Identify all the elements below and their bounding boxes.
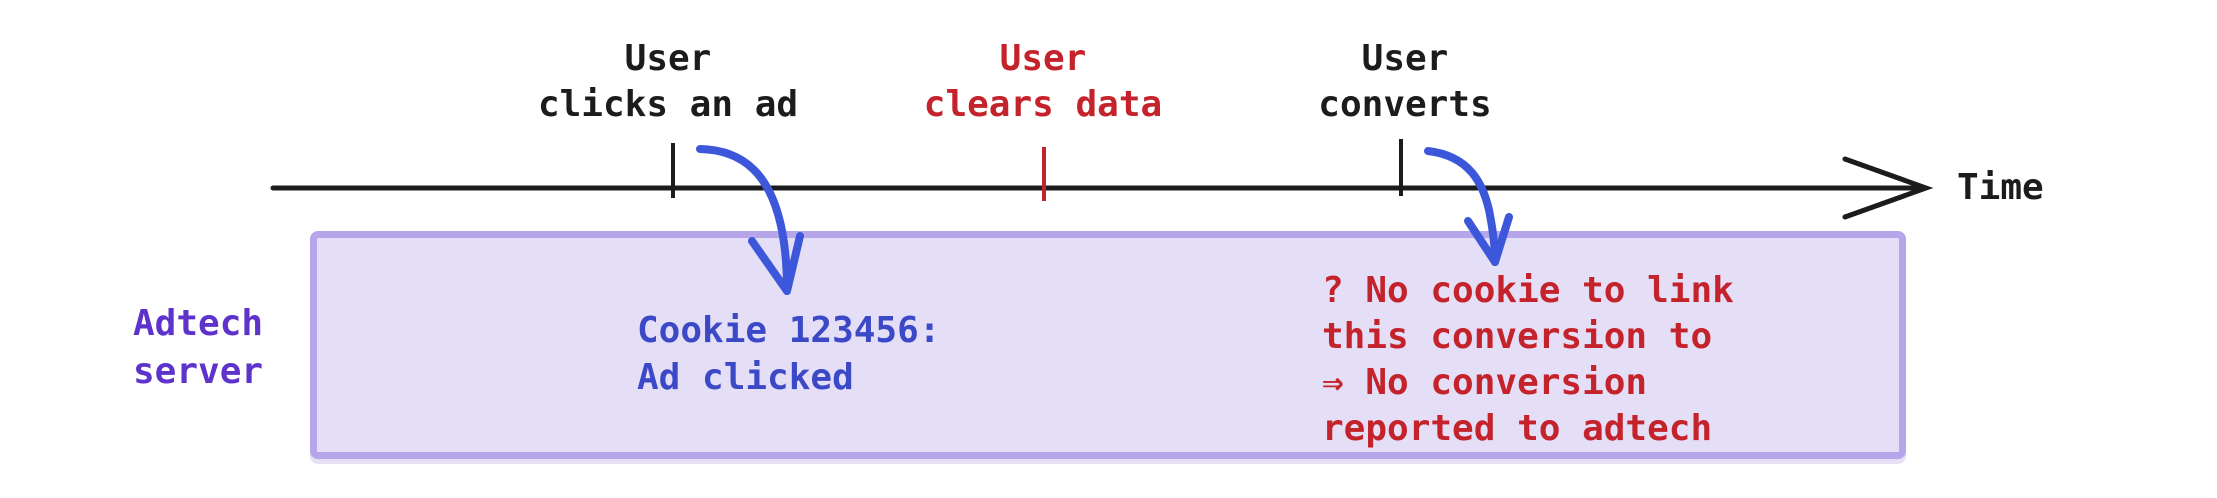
event-label-line: User bbox=[1361, 38, 1449, 79]
event-label-line: User bbox=[999, 38, 1087, 79]
no-cookie-note-line: ? No cookie to link bbox=[1322, 270, 1734, 311]
event-label-line: clicks an ad bbox=[537, 84, 799, 125]
event-label-line: clears data bbox=[923, 84, 1163, 125]
cookie-note-line: Cookie 123456: bbox=[637, 310, 941, 351]
no-cookie-note-line: ⇒ No conversion bbox=[1322, 362, 1648, 403]
event-label-line: User bbox=[624, 38, 712, 79]
cookie-logged-note: Cookie 123456: Ad clicked bbox=[637, 307, 940, 401]
no-cookie-note-line: reported to adtech bbox=[1322, 408, 1713, 449]
adtech-server-label: Adtech server bbox=[133, 300, 263, 396]
time-axis-label: Time bbox=[1957, 167, 2044, 208]
server-label-line: Adtech bbox=[133, 303, 264, 344]
adtech-server-box bbox=[310, 231, 1906, 459]
no-cookie-note: ? No cookie to link this conversion to ⇒… bbox=[1322, 268, 1734, 452]
event-label-convert: User converts bbox=[1318, 36, 1491, 128]
no-cookie-note-line: this conversion to bbox=[1322, 316, 1713, 357]
event-label-clear-data: User clears data bbox=[924, 36, 1162, 128]
server-label-line: server bbox=[133, 351, 264, 392]
timeline-arrowhead-icon bbox=[1842, 156, 1934, 220]
event-label-line: converts bbox=[1318, 84, 1492, 125]
event-label-ad-click: User clicks an ad bbox=[538, 36, 798, 128]
cookie-note-line: Ad clicked bbox=[637, 357, 854, 398]
